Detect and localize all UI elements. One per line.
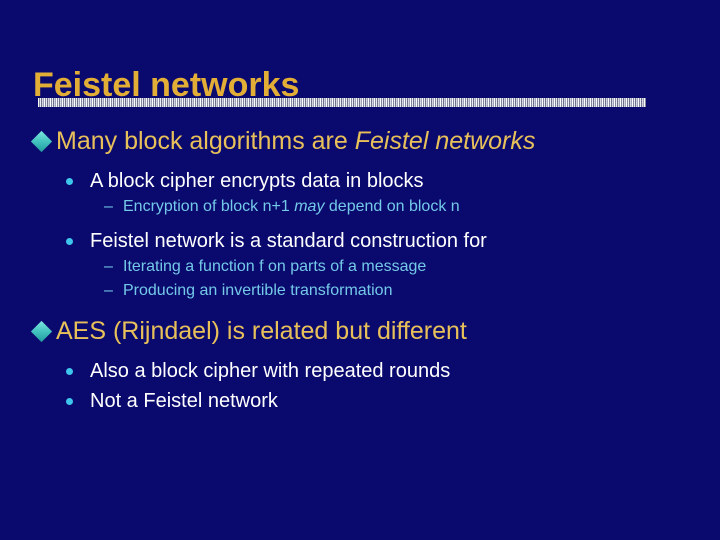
en-dash-bullet-icon: – <box>104 282 113 299</box>
bullet-text: Also a block cipher with repeated rounds <box>90 360 451 382</box>
spacer <box>0 302 720 316</box>
diamond-bullet-icon <box>30 126 56 156</box>
spacer <box>0 348 720 354</box>
slide-body: Many block algorithms are Feistel networ… <box>0 126 720 416</box>
bullet-text-post-italic: depend on block n <box>324 198 460 215</box>
bullet-text: AES (Rijndael) is related but different <box>56 317 467 345</box>
bullet-text: Many block algorithms are Feistel networ… <box>56 126 535 156</box>
bullet-level2-block-cipher-encrypts: A block cipher encrypts data in blocks <box>0 168 720 194</box>
bullet-level3-producing-invertible-transformation: – Producing an invertible transformation <box>0 280 720 302</box>
bullet-text: Iterating a function f on parts of a mes… <box>123 258 427 275</box>
bullet-text-pre-italic: Encryption of block n+1 <box>123 198 295 215</box>
bullet-level3-iterating-a-function: – Iterating a function f on parts of a m… <box>0 256 720 278</box>
en-dash-bullet-icon: – <box>104 258 113 275</box>
diamond-bullet-icon <box>30 316 56 346</box>
bullet-text-normal: Many block algorithms are <box>56 127 355 155</box>
round-bullet-icon <box>66 168 90 194</box>
bullet-text: Feistel network is a standard constructi… <box>90 230 487 252</box>
bullet-text: Producing an invertible transformation <box>123 282 393 299</box>
bullet-level2-feistel-network-standard: Feistel network is a standard constructi… <box>0 228 720 254</box>
round-bullet-icon <box>66 388 90 414</box>
bullet-text-italic: Feistel networks <box>354 127 536 155</box>
bullet-text-italic: may <box>294 198 325 215</box>
spacer <box>0 218 720 224</box>
bullet-level1-many-block-algorithms: Many block algorithms are Feistel networ… <box>0 126 720 156</box>
bullet-level3-encryption-of-block: – Encryption of block n+1 may depend on … <box>0 196 720 218</box>
round-bullet-icon <box>66 358 90 384</box>
bullet-level2-not-feistel-network: Not a Feistel network <box>0 388 720 414</box>
spacer <box>0 158 720 164</box>
bullet-text: A block cipher encrypts data in blocks <box>90 170 424 192</box>
bullet-text: Encryption of block n+1 may depend on bl… <box>123 196 460 218</box>
round-bullet-icon <box>66 228 90 254</box>
title-divider-bar <box>38 98 646 107</box>
slide-title: Feistel networks <box>33 65 300 104</box>
bullet-level1-aes-rijndael: AES (Rijndael) is related but different <box>0 316 720 346</box>
en-dash-bullet-icon: – <box>104 198 113 215</box>
bullet-text: Not a Feistel network <box>90 390 278 412</box>
bullet-level2-also-block-cipher: Also a block cipher with repeated rounds <box>0 358 720 384</box>
